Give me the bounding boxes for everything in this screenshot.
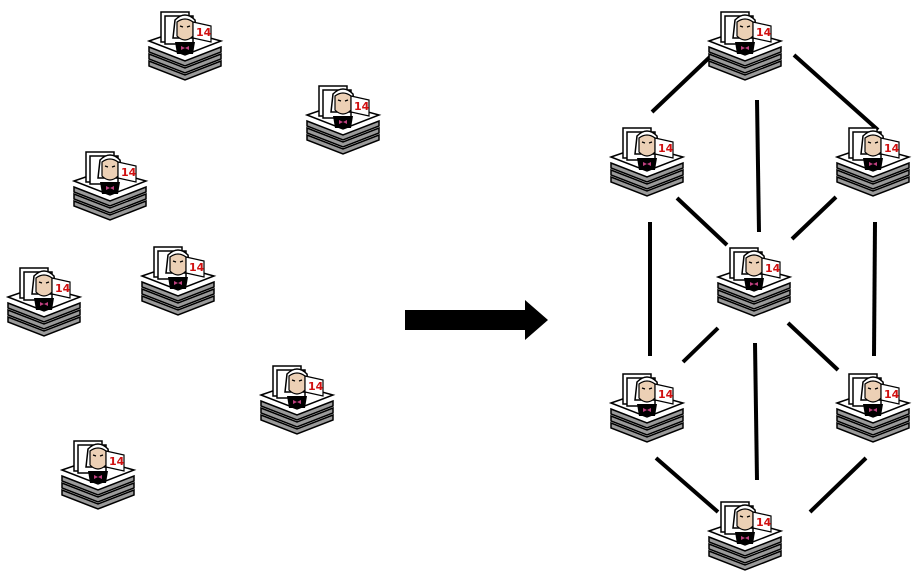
workstation-node-icon: 14 [138, 243, 218, 316]
workstation-node-icon: 14 [705, 8, 785, 81]
calendar-day-label: 14 [884, 142, 900, 155]
stacked-document-workstation-icon: 14 [258, 365, 336, 435]
stacked-document-workstation-icon: 14 [608, 127, 686, 197]
calendar-day-label: 14 [55, 282, 71, 295]
calendar-day-label: 14 [121, 166, 137, 179]
network-edge-lower-right-bottom [808, 456, 868, 514]
calendar-day-label: 14 [756, 516, 772, 529]
calendar-day-label: 14 [884, 388, 900, 401]
network-edge-center-lower-right [786, 321, 840, 372]
stacked-document-workstation-icon: 14 [608, 373, 686, 443]
stacked-document-workstation-icon: 14 [706, 11, 784, 81]
network-edge-upper-left-center [675, 196, 729, 247]
stacked-document-workstation-icon: 14 [146, 11, 224, 81]
network-edge-center-lower-left [681, 326, 720, 364]
workstation-node-icon: 14 [607, 124, 687, 197]
workstation-node-icon: 14 [257, 362, 337, 435]
network-edge-upper-right-center [790, 195, 838, 241]
calendar-day-label: 14 [354, 100, 370, 113]
right-arrow-icon [405, 300, 548, 340]
stacked-document-workstation-icon: 14 [834, 127, 912, 197]
stacked-document-workstation-icon: 14 [706, 501, 784, 571]
network-edge-top-center [755, 99, 761, 233]
network-edge-top-upper-right [792, 53, 880, 132]
calendar-day-label: 14 [658, 388, 674, 401]
stacked-document-workstation-icon: 14 [59, 440, 137, 510]
workstation-node-icon: 14 [833, 124, 913, 197]
network-edge-center-bottom [753, 342, 759, 481]
calendar-day-label: 14 [308, 380, 324, 393]
workstation-node-icon: 14 [714, 244, 794, 317]
workstation-node-icon: 14 [58, 437, 138, 510]
calendar-day-label: 14 [658, 142, 674, 155]
stacked-document-workstation-icon: 14 [715, 247, 793, 317]
workstation-node-icon: 14 [4, 264, 84, 337]
stacked-document-workstation-icon: 14 [139, 246, 217, 316]
workstation-node-icon: 14 [70, 148, 150, 221]
stacked-document-workstation-icon: 14 [71, 151, 149, 221]
stacked-document-workstation-icon: 14 [5, 267, 83, 337]
workstation-node-icon: 14 [607, 370, 687, 443]
calendar-day-label: 14 [756, 26, 772, 39]
stacked-document-workstation-icon: 14 [834, 373, 912, 443]
workstation-node-icon: 14 [705, 498, 785, 571]
network-edge-upper-right-lower-right [872, 221, 877, 357]
network-edge-lower-left-bottom [654, 456, 720, 514]
calendar-day-label: 14 [765, 262, 781, 275]
stacked-document-workstation-icon: 14 [304, 85, 382, 155]
workstation-node-icon: 14 [145, 8, 225, 81]
calendar-day-label: 14 [196, 26, 212, 39]
network-edge-top-upper-left [650, 53, 714, 114]
calendar-day-label: 14 [109, 455, 125, 468]
workstation-node-icon: 14 [303, 82, 383, 155]
calendar-day-label: 14 [189, 261, 205, 274]
workstation-node-icon: 14 [833, 370, 913, 443]
